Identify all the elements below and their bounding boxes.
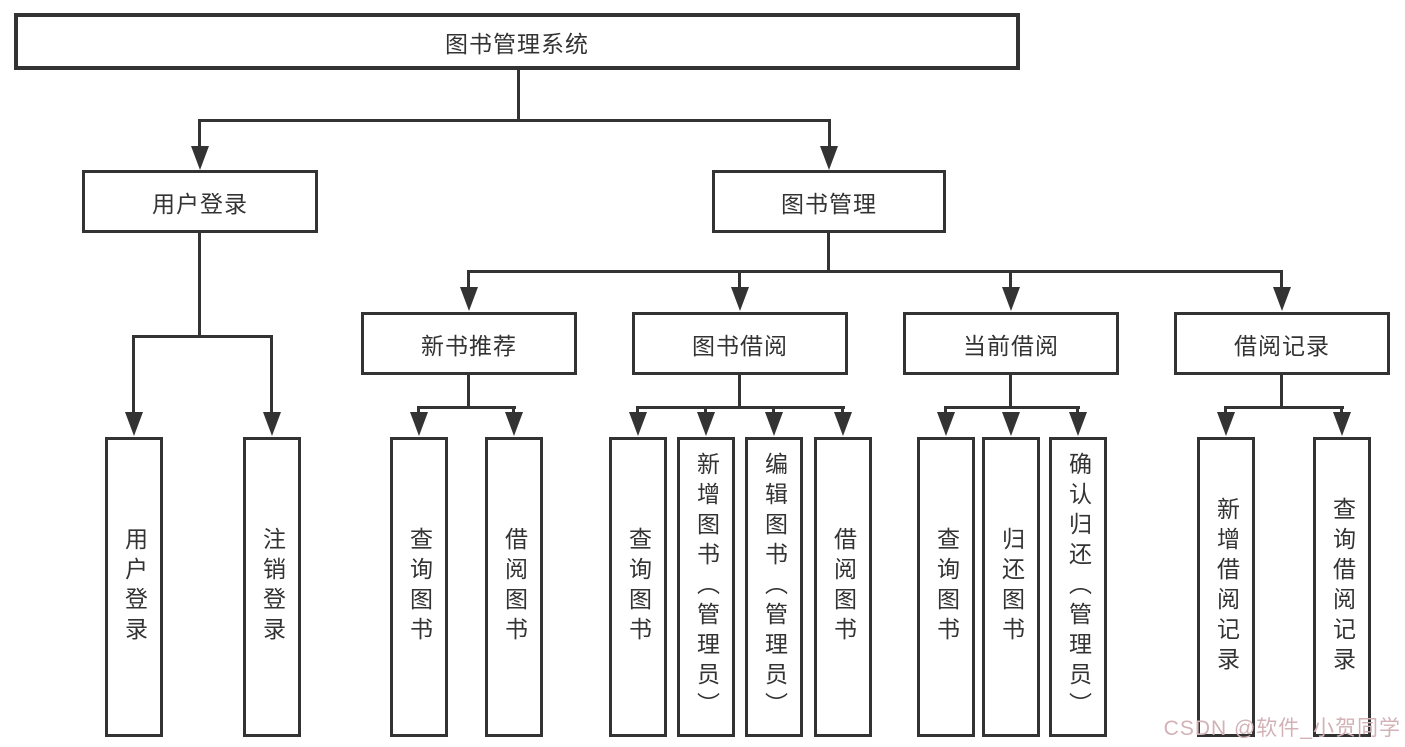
connector-vline: [1009, 271, 1012, 293]
leaf-query-books: 查询图书: [609, 437, 667, 737]
node-label: 编辑图书（管理员）: [761, 452, 788, 722]
connector-hline: [1224, 406, 1344, 409]
node-label: 用户登录: [121, 527, 148, 647]
node-label: 当前借阅: [963, 332, 1059, 359]
connector-vline: [132, 336, 135, 418]
node-label: 查询图书: [625, 527, 652, 647]
arrow-down-icon: [263, 412, 281, 436]
connector-vline: [517, 69, 520, 122]
node-label: 新增借阅记录: [1213, 497, 1240, 677]
connector-vline: [1280, 374, 1283, 409]
leaf-logout: 注销登录: [243, 437, 301, 737]
node-label: 图书管理系统: [445, 30, 589, 57]
connector-hline: [132, 335, 273, 338]
arrow-down-icon: [937, 412, 955, 436]
connector-vline: [1280, 271, 1283, 293]
leaf-query-borrow-record: 查询借阅记录: [1313, 437, 1371, 737]
arrow-down-icon: [505, 412, 523, 436]
node-new-book-recommendation: 新书推荐: [361, 312, 577, 375]
leaf-query-books: 查询图书: [390, 437, 448, 737]
connector-vline: [270, 336, 273, 418]
arrow-down-icon: [460, 287, 478, 311]
leaf-edit-books-admin: 编辑图书（管理员）: [745, 437, 803, 737]
arrow-down-icon: [731, 287, 749, 311]
arrow-down-icon: [1333, 412, 1351, 436]
connector-vline: [738, 374, 741, 409]
arrow-down-icon: [1069, 412, 1087, 436]
node-label: 确认归还（管理员）: [1065, 452, 1092, 722]
node-user-login: 用户登录: [82, 170, 318, 233]
connector-vline: [198, 120, 201, 152]
arrow-down-icon: [765, 412, 783, 436]
node-label: 查询图书: [933, 527, 960, 647]
node-label: 借阅图书: [501, 527, 528, 647]
arrow-down-icon: [191, 146, 209, 170]
arrow-down-icon: [834, 412, 852, 436]
node-label: 归还图书: [998, 527, 1025, 647]
node-label: 新增图书（管理员）: [693, 452, 720, 722]
connector-hline: [467, 270, 1283, 273]
leaf-add-books-admin: 新增图书（管理员）: [677, 437, 735, 737]
node-label: 图书管理: [781, 190, 877, 217]
connector-vline: [738, 271, 741, 293]
connector-vline: [828, 120, 831, 152]
connector-vline: [827, 231, 830, 272]
arrow-down-icon: [1002, 412, 1020, 436]
node-label: 注销登录: [259, 527, 286, 647]
connector-vline: [467, 374, 470, 409]
node-current-borrowing: 当前借阅: [903, 312, 1119, 375]
leaf-borrow-books: 借阅图书: [485, 437, 543, 737]
node-library-management-system: 图书管理系统: [14, 13, 1020, 70]
connector-hline: [198, 119, 831, 122]
node-book-borrowing: 图书借阅: [632, 312, 848, 375]
leaf-confirm-return-admin: 确认归还（管理员）: [1049, 437, 1107, 737]
arrow-down-icon: [1002, 287, 1020, 311]
connector-hline: [417, 406, 516, 409]
node-label: 新书推荐: [421, 332, 517, 359]
arrow-down-icon: [820, 146, 838, 170]
arrow-down-icon: [629, 412, 647, 436]
leaf-query-books: 查询图书: [917, 437, 975, 737]
node-label: 用户登录: [152, 190, 248, 217]
arrow-down-icon: [125, 412, 143, 436]
node-label: 查询借阅记录: [1329, 497, 1356, 677]
node-label: 借阅图书: [830, 527, 857, 647]
leaf-return-books: 归还图书: [982, 437, 1040, 737]
arrow-down-icon: [1273, 287, 1291, 311]
node-label: 图书借阅: [692, 332, 788, 359]
node-label: 查询图书: [406, 527, 433, 647]
leaf-add-borrow-record: 新增借阅记录: [1197, 437, 1255, 737]
connector-vline: [198, 231, 201, 338]
node-label: 借阅记录: [1234, 332, 1330, 359]
connector-hline: [944, 406, 1080, 409]
leaf-borrow-books: 借阅图书: [814, 437, 872, 737]
node-borrowing-records: 借阅记录: [1174, 312, 1390, 375]
node-book-management: 图书管理: [712, 170, 946, 233]
connector-hline: [636, 406, 845, 409]
connector-vline: [467, 271, 470, 293]
connector-vline: [1009, 374, 1012, 409]
arrow-down-icon: [1217, 412, 1235, 436]
leaf-user-login: 用户登录: [105, 437, 163, 737]
arrow-down-icon: [410, 412, 428, 436]
csdn-watermark: CSDN @软件_小贺同学: [1163, 717, 1401, 740]
arrow-down-icon: [697, 412, 715, 436]
